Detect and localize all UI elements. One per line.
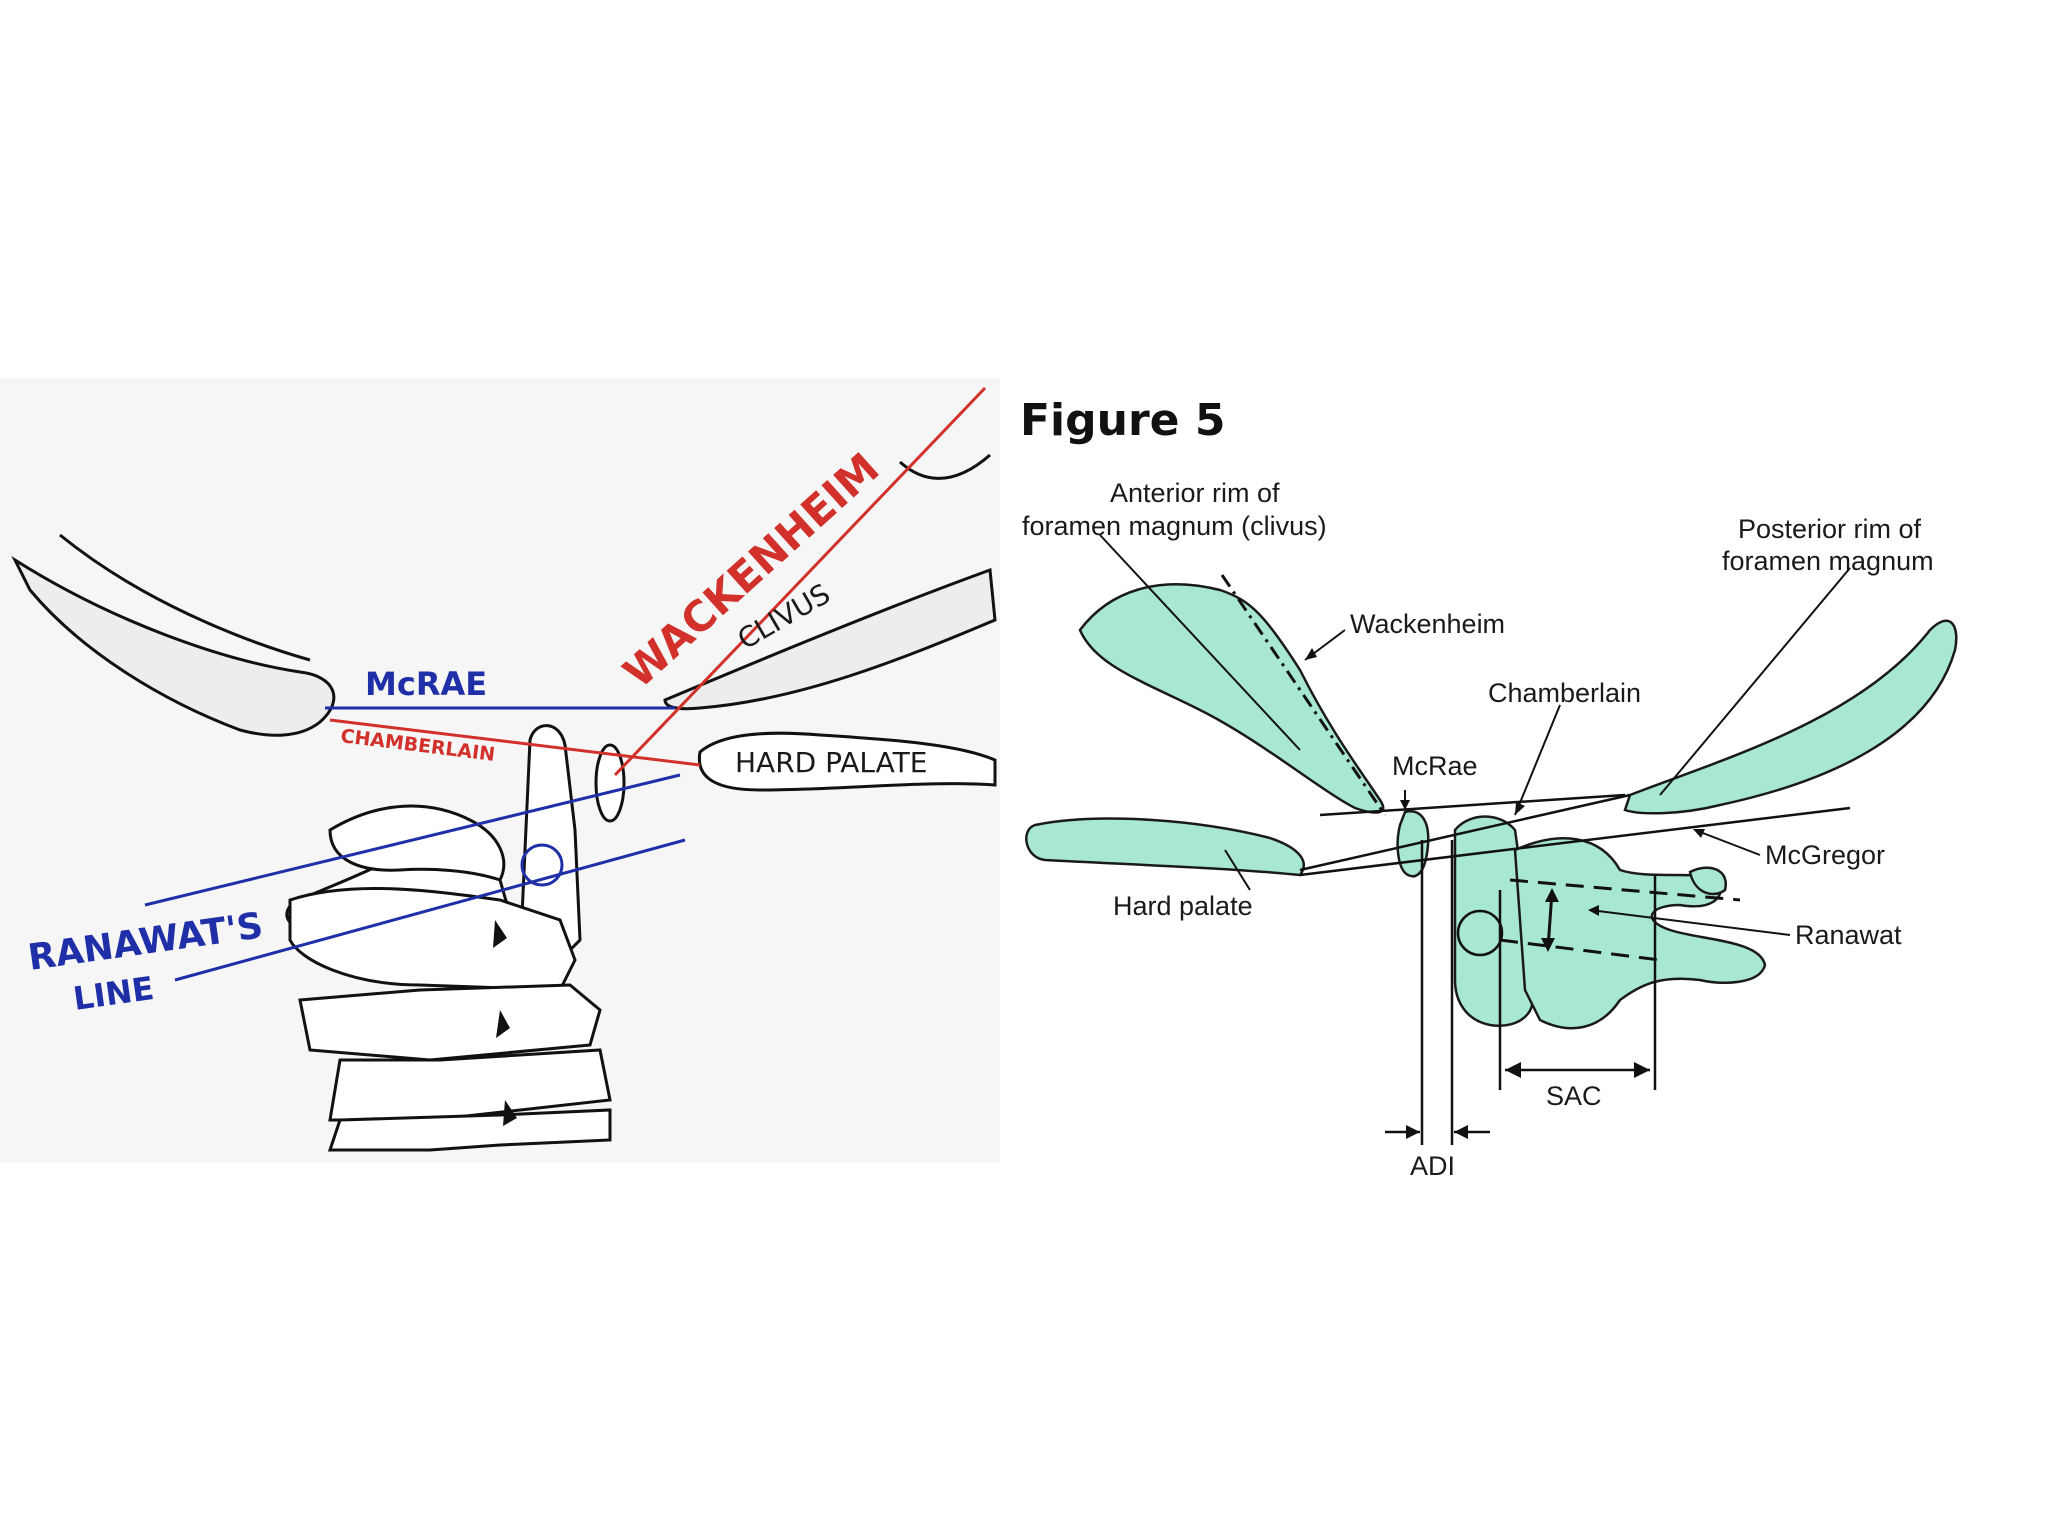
hard-palate-bone xyxy=(697,731,997,792)
figure-title: Figure 5 xyxy=(1020,395,1225,446)
label-wackenheim: Wackenheim xyxy=(1350,609,1505,639)
label-mcgregor: McGregor xyxy=(1765,840,1885,870)
hand-sketch: McRAE CHAMBERLAIN WACKENHEIM CLIVUS HARD… xyxy=(0,378,1000,1163)
posterior-rim-shape xyxy=(1623,619,1958,815)
c2-posterior-elements xyxy=(1513,837,1767,1030)
atlas-arch xyxy=(594,743,626,823)
ranawat-line-lower xyxy=(1499,938,1661,962)
sketch-ranawat-line-1 xyxy=(144,773,681,907)
sketch-chamberlain-line xyxy=(329,718,701,767)
wackenheim-line xyxy=(1220,574,1387,816)
label-chamberlain: Chamberlain xyxy=(1488,678,1641,708)
occiput-bone xyxy=(11,555,336,737)
label-sac: SAC xyxy=(1546,1081,1602,1111)
hard-palate-shape xyxy=(1025,817,1305,877)
label-anterior-rim-1: Anterior rim of xyxy=(1110,478,1280,508)
mcgregor-line xyxy=(1299,806,1851,877)
label-posterior-rim-2: foramen magnum xyxy=(1722,546,1934,576)
label-adi: ADI xyxy=(1410,1151,1455,1181)
sketch-ranawat-line-2 xyxy=(174,838,686,982)
sketch-mcrae-label: McRAE xyxy=(365,665,487,703)
label-mcrae: McRae xyxy=(1392,751,1478,781)
label-hard-palate: Hard palate xyxy=(1113,891,1253,921)
ranawat-line-upper xyxy=(1509,878,1741,902)
atlas-anterior-arch xyxy=(1396,810,1430,878)
ranawat-measure xyxy=(1546,891,1554,949)
dens-c2-shape xyxy=(1453,815,1534,1028)
label-ranawat: Ranawat xyxy=(1795,920,1902,950)
clivus-bone xyxy=(663,567,997,711)
sketch-wackenheim-line xyxy=(613,386,987,777)
clivus-shape xyxy=(1078,583,1385,814)
chamberlain-line xyxy=(1299,793,1631,872)
sketch-hard-palate-label: HARD PALATE xyxy=(735,746,927,779)
label-anterior-rim-2: foramen magnum (clivus) xyxy=(1022,511,1327,541)
label-posterior-rim-1: Posterior rim of xyxy=(1738,514,1922,544)
mcrae-line xyxy=(1319,793,1626,817)
